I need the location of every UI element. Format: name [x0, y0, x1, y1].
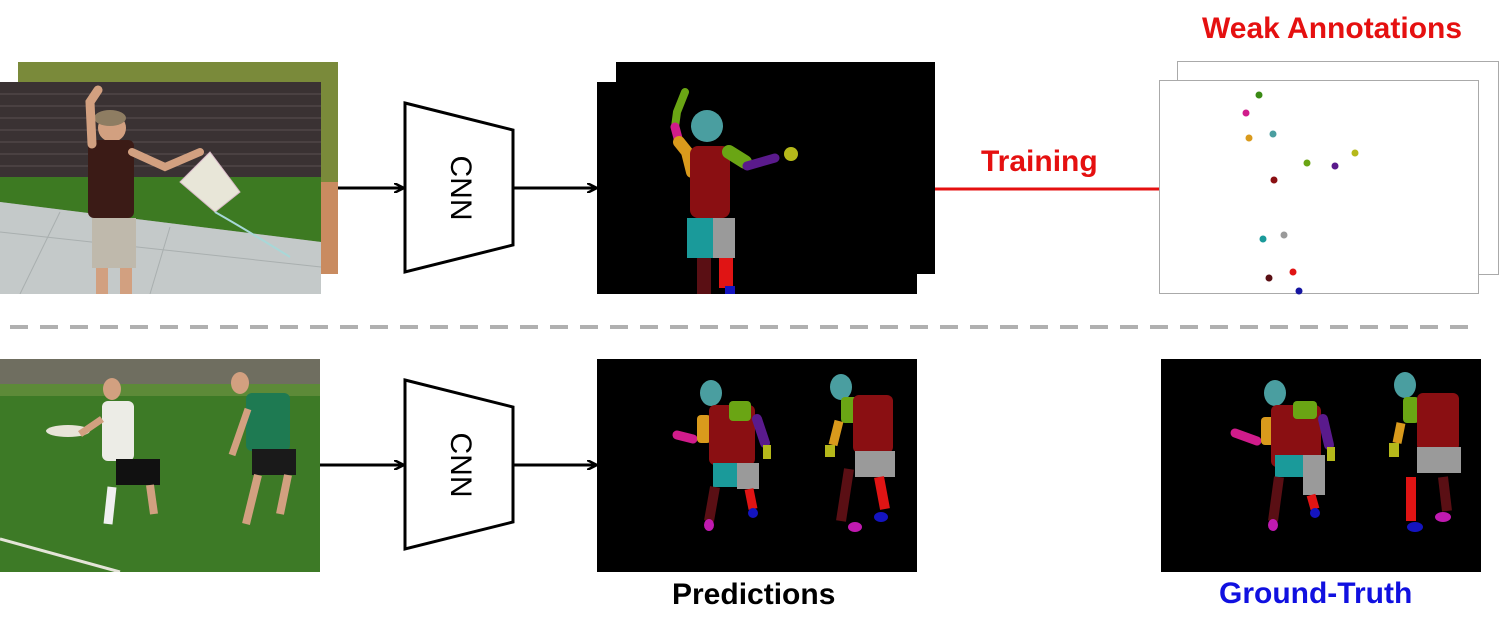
ground-truth-label: Ground-Truth: [1219, 577, 1413, 610]
keypoint: [1269, 130, 1277, 138]
cnn-block-top: [403, 101, 515, 274]
keypoint: [1295, 287, 1303, 295]
keypoint: [1242, 109, 1250, 117]
weak-annotation-keypoints: [1159, 80, 1479, 295]
keypoint: [1245, 134, 1253, 142]
keypoint: [1351, 149, 1359, 157]
keypoint: [1331, 162, 1339, 170]
keypoint: [1255, 91, 1263, 99]
prediction-segmentation-bottom: [597, 359, 917, 572]
keypoint: [1289, 268, 1297, 276]
cnn-block-bottom: [403, 378, 515, 551]
keypoint: [1303, 159, 1311, 167]
ground-truth-segmentation: [1161, 359, 1481, 572]
keypoint: [1280, 231, 1288, 239]
cnn-label-top: CNN: [444, 155, 477, 221]
input-photo-kite-boy: [0, 82, 321, 294]
training-label: Training: [981, 145, 1098, 178]
keypoint: [1265, 274, 1273, 282]
keypoint: [1259, 235, 1267, 243]
weak-annotations-title: Weak Annotations: [1202, 12, 1463, 45]
cnn-label-bottom: CNN: [444, 432, 477, 498]
input-photo-frisbee-players: [0, 359, 320, 572]
predictions-label: Predictions: [672, 578, 836, 611]
keypoint: [1270, 176, 1278, 184]
prediction-segmentation-top: [597, 82, 917, 294]
